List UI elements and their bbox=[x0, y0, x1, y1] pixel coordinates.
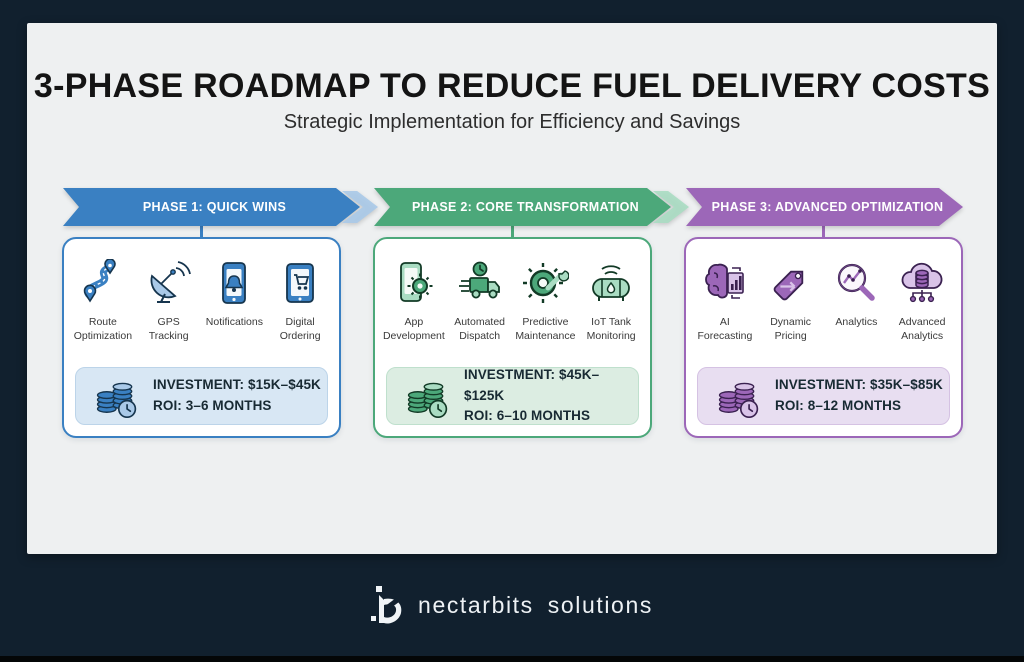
feature-label: IoT Tank Monitoring bbox=[586, 316, 636, 342]
feature-label: App Development bbox=[382, 316, 445, 342]
phase1-banner-label: PHASE 1: QUICK WINS bbox=[63, 188, 360, 226]
coins-clock-icon bbox=[403, 373, 451, 419]
feature-item: App Development bbox=[381, 257, 447, 343]
phase2-features: App Development Automated Dispatch bbox=[381, 257, 644, 343]
phone-bell-icon bbox=[210, 257, 258, 309]
phase1-card: Route Optimization GPS Tracking bbox=[62, 237, 341, 438]
feature-label: AI Forecasting bbox=[697, 316, 753, 342]
tank-wifi-icon bbox=[587, 257, 635, 309]
phase3-banner-label: PHASE 3: ADVANCED OPTIMIZATION bbox=[686, 188, 963, 226]
feature-item: Notifications bbox=[202, 257, 268, 343]
investment-amount: INVESTMENT: $45K–$125K bbox=[464, 366, 600, 403]
phase2-investment-box: INVESTMENT: $45K–$125K ROI: 6–10 MONTHS bbox=[386, 367, 639, 425]
feature-item: AI Forecasting bbox=[692, 257, 758, 343]
feature-label: Advanced Analytics bbox=[898, 316, 946, 342]
bottom-border-bar bbox=[0, 656, 1024, 662]
feature-item: Analytics bbox=[824, 257, 890, 343]
phase2-connector-line bbox=[511, 226, 514, 238]
phase2-banner-label: PHASE 2: CORE TRANSFORMATION bbox=[374, 188, 671, 226]
investment-amount: INVESTMENT: $15K–$45K bbox=[153, 377, 321, 393]
route-icon bbox=[79, 257, 127, 309]
phase3-investment-box: INVESTMENT: $35K–$85K ROI: 8–12 MONTHS bbox=[697, 367, 950, 425]
tablet-cart-icon bbox=[276, 257, 324, 309]
feature-label: Automated Dispatch bbox=[454, 316, 506, 342]
phase2-card: App Development Automated Dispatch bbox=[373, 237, 652, 438]
truck-clock-icon bbox=[456, 257, 504, 309]
phase3-features: AI Forecasting Dynamic Pricing bbox=[692, 257, 955, 343]
coins-clock-icon bbox=[92, 373, 140, 419]
phase2-banner: PHASE 2: CORE TRANSFORMATION bbox=[374, 188, 689, 226]
feature-label: Notifications bbox=[205, 316, 263, 328]
phase1-investment-box: INVESTMENT: $15K–$45K ROI: 3–6 MONTHS bbox=[75, 367, 328, 425]
phase3-banner: PHASE 3: ADVANCED OPTIMIZATION bbox=[686, 188, 963, 226]
price-tag-icon bbox=[767, 257, 815, 309]
coins-clock-icon bbox=[714, 373, 762, 419]
feature-label: Predictive Maintenance bbox=[515, 316, 576, 342]
feature-label: GPS Tracking bbox=[148, 316, 189, 342]
page-title: 3-PHASE ROADMAP TO REDUCE FUEL DELIVERY … bbox=[33, 67, 991, 105]
feature-label: Digital Ordering bbox=[279, 316, 321, 342]
feature-item: Digital Ordering bbox=[267, 257, 333, 343]
feature-item: Automated Dispatch bbox=[447, 257, 513, 343]
roi-duration: ROI: 8–12 MONTHS bbox=[775, 398, 902, 413]
feature-label: Dynamic Pricing bbox=[770, 316, 812, 342]
phase1-banner: PHASE 1: QUICK WINS bbox=[63, 188, 378, 226]
phase1-connector-line bbox=[200, 226, 203, 238]
feature-item: Route Optimization bbox=[70, 257, 136, 343]
phone-gear-icon bbox=[390, 257, 438, 309]
feature-item: Advanced Analytics bbox=[889, 257, 955, 343]
roi-duration: ROI: 6–10 MONTHS bbox=[464, 408, 591, 424]
feature-label: Route Optimization bbox=[73, 316, 133, 342]
magnifier-chart-icon bbox=[832, 257, 880, 309]
page-subtitle: Strategic Implementation for Efficiency … bbox=[283, 111, 741, 133]
investment-amount: INVESTMENT: $35K–$85K bbox=[775, 377, 943, 393]
feature-item: IoT Tank Monitoring bbox=[578, 257, 644, 343]
feature-item: Predictive Maintenance bbox=[513, 257, 579, 343]
phase3-card: AI Forecasting Dynamic Pricing bbox=[684, 237, 963, 438]
feature-item: Dynamic Pricing bbox=[758, 257, 824, 343]
feature-item: GPS Tracking bbox=[136, 257, 202, 343]
roi-duration: ROI: 3–6 MONTHS bbox=[153, 398, 272, 413]
phase1-features: Route Optimization GPS Tracking bbox=[70, 257, 333, 343]
gear-wrench-icon bbox=[521, 257, 570, 309]
brain-chart-icon bbox=[701, 257, 749, 309]
nectarbits-logo-icon bbox=[371, 585, 405, 625]
infographic-panel: 3-PHASE ROADMAP TO REDUCE FUEL DELIVERY … bbox=[27, 23, 997, 554]
satellite-dish-icon bbox=[145, 257, 193, 309]
cloud-database-icon bbox=[898, 257, 946, 309]
feature-label: Analytics bbox=[835, 316, 878, 328]
phase3-connector-line bbox=[822, 226, 825, 238]
